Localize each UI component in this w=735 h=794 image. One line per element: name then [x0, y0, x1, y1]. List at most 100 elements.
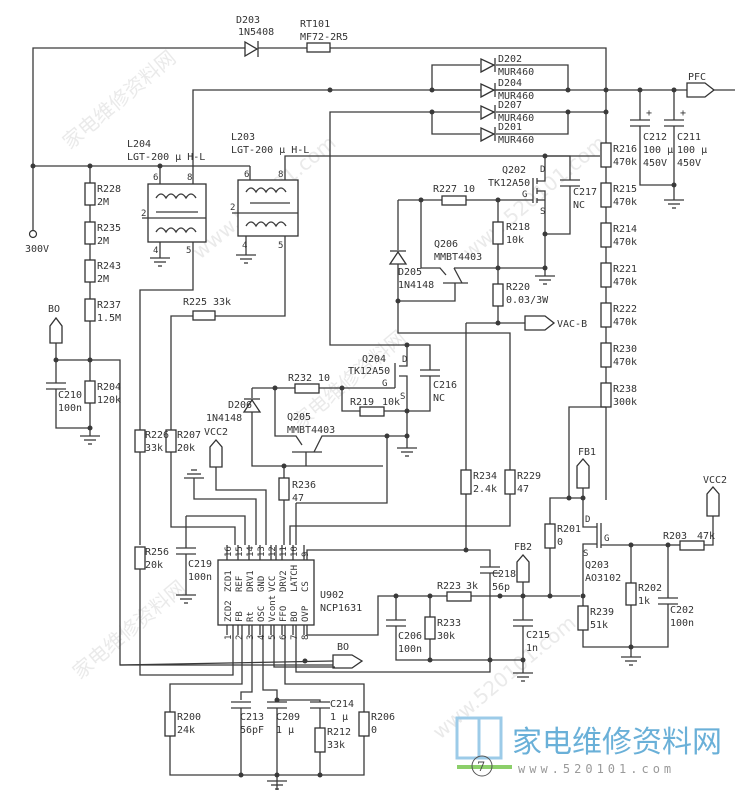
c219-value: 100n — [188, 572, 212, 583]
net-300v: 300V — [25, 244, 49, 255]
r212-ref: R212 — [327, 727, 351, 738]
r229-value: 47 — [517, 484, 529, 495]
ic-pin-number: 7 — [290, 635, 300, 640]
ic-pin-number: 15 — [235, 546, 245, 557]
ic-pin-number: 16 — [224, 546, 234, 557]
c216-ref: C216 — [433, 380, 457, 391]
bo-divider: R228 2M R235 2M R243 2M R237 1.5M R204 1… — [30, 163, 340, 666]
net-vcc2-a-port — [209, 439, 223, 468]
svg-text:6: 6 — [153, 173, 158, 183]
c217-value: NC — [573, 200, 585, 211]
net-pfc-port — [686, 82, 716, 98]
c211-rating: 450V — [677, 158, 701, 169]
net-vac-b-port — [524, 315, 556, 331]
ic-pin-name: FFO — [279, 606, 289, 622]
svg-text:G: G — [522, 190, 527, 200]
ic-pin-name: Rt — [246, 611, 256, 622]
ic-pin-number: 2 — [235, 635, 245, 640]
resistor-r229 — [504, 469, 516, 495]
diode-d201 — [480, 126, 496, 143]
ic-pin-number: 4 — [257, 635, 267, 640]
q206-value: MMBT4403 — [434, 252, 482, 263]
capacitor-c211: + — [664, 108, 686, 127]
r215-value: 470k — [613, 197, 637, 208]
ic-u902: 16ZCD115REF14DRV113GND12VCC11DRV210LATCH… — [217, 545, 580, 640]
r221-value: 470k — [613, 277, 637, 288]
c213-ref: C213 — [240, 712, 264, 723]
ground-icon — [236, 254, 256, 264]
ic-pin-name: Vcont — [268, 595, 278, 622]
c216-value: NC — [433, 393, 445, 404]
svg-text:D: D — [402, 355, 407, 365]
c212-rating: 450V — [643, 158, 667, 169]
net-vcc2-b: VCC2 — [703, 475, 727, 486]
diode-d204 — [480, 82, 496, 99]
ground-icon — [184, 469, 204, 479]
r207-ref: R207 — [177, 430, 201, 441]
r201-value: 0 — [557, 537, 563, 548]
net-fb1: FB1 — [578, 447, 596, 458]
diode-d207 — [480, 104, 496, 121]
c218-ref: C218 — [492, 569, 516, 580]
r207-value: 20k — [177, 443, 195, 454]
l204-ref: L204 — [127, 139, 151, 150]
svg-text:4: 4 — [153, 246, 158, 256]
r238-value: 300k — [613, 397, 637, 408]
c210-ref: C210 — [58, 390, 82, 401]
r206-ref: R206 — [371, 712, 395, 723]
svg-text:S: S — [540, 207, 545, 217]
r239-value: 51k — [590, 620, 608, 631]
logo-site-name: 家电维修资料网 — [512, 725, 722, 760]
d206-ref: D206 — [228, 400, 252, 411]
r216-value: 470k — [613, 157, 637, 168]
net-bo-in-port — [49, 316, 63, 344]
r230-value: 470k — [613, 357, 637, 368]
svg-text:2: 2 — [230, 203, 235, 213]
c213-value: 56pF — [240, 725, 264, 736]
r243-value: 2M — [97, 274, 109, 285]
resistor-r236 — [278, 477, 290, 501]
r227-ref: R227 — [433, 184, 457, 195]
r239-ref: R239 — [590, 607, 614, 618]
ovp-divider: R216 470k R215 470k R214 470k R221 470k … — [600, 90, 637, 500]
site-logo: 7 家电维修资料网 www.520101.com — [455, 716, 722, 777]
ground-icon — [535, 275, 555, 285]
rt101-value: MF72-2R5 — [300, 32, 348, 43]
r223-ref: R223 — [437, 581, 461, 592]
r219-value: 10k — [382, 397, 400, 408]
svg-text:G: G — [604, 534, 609, 544]
r237-ref: R237 — [97, 300, 121, 311]
resistor-r206 — [358, 711, 370, 737]
c212-value: 100 μ — [643, 145, 673, 156]
r229-ref: R229 — [517, 471, 541, 482]
net-pfc: PFC — [688, 72, 706, 83]
boost-diodes: D202 MUR460 D204 MUR460 D207 MUR460 D201… — [192, 54, 735, 209]
d205-value: 1N4148 — [398, 280, 434, 291]
figure-number: 7 — [477, 760, 485, 775]
q204-driver-stage: D G S Q204 TK12A50 C216 NC R232 10 R219 … — [206, 180, 457, 545]
r232-value: 10 — [318, 373, 330, 384]
ground-icon — [80, 435, 100, 445]
resistor-r212 — [314, 727, 326, 753]
c215-ref: C215 — [526, 630, 550, 641]
net-fb2: FB2 — [514, 542, 532, 553]
c215-value: 1n — [526, 643, 538, 654]
svg-text:8: 8 — [187, 173, 192, 183]
r236-ref: R236 — [292, 480, 316, 491]
ic-pin-number: 8 — [301, 635, 311, 640]
r204-value: 120k — [97, 395, 121, 406]
ic-pin-name: FB — [235, 611, 245, 622]
zcd-resistors: R226 33k R207 20k VCC2 C219 100n R256 20… — [134, 427, 267, 676]
c202-value: 100n — [670, 618, 694, 629]
r206-value: 0 — [371, 725, 377, 736]
ic-pin-number: 5 — [268, 635, 278, 640]
resistor-r234 — [460, 469, 472, 495]
r225-ref: R225 — [183, 297, 207, 308]
q204-value: TK12A50 — [348, 366, 390, 377]
c206-ref: C206 — [398, 631, 422, 642]
svg-text:5: 5 — [186, 246, 191, 256]
net-bo-out: BO — [337, 642, 349, 653]
c211-value: 100 μ — [677, 145, 707, 156]
r222-ref: R222 — [613, 304, 637, 315]
ground-icon — [176, 594, 196, 604]
